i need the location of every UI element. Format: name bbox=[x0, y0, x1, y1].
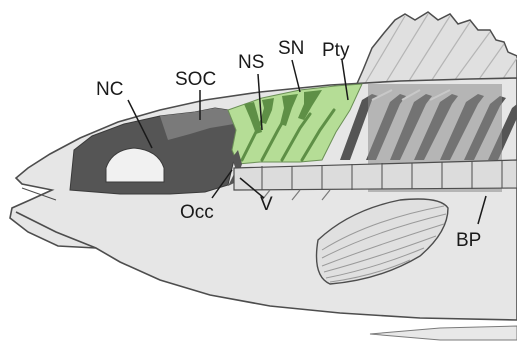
label-nc: NC bbox=[96, 79, 123, 100]
label-bp: BP bbox=[456, 230, 481, 251]
label-v: V bbox=[260, 194, 273, 215]
label-ns: NS bbox=[238, 52, 264, 73]
label-occ: Occ bbox=[180, 202, 214, 223]
label-soc: SOC bbox=[175, 69, 216, 90]
label-pty: Pty bbox=[322, 40, 350, 61]
label-sn: SN bbox=[278, 38, 304, 59]
anal-fin-edge bbox=[370, 326, 517, 340]
